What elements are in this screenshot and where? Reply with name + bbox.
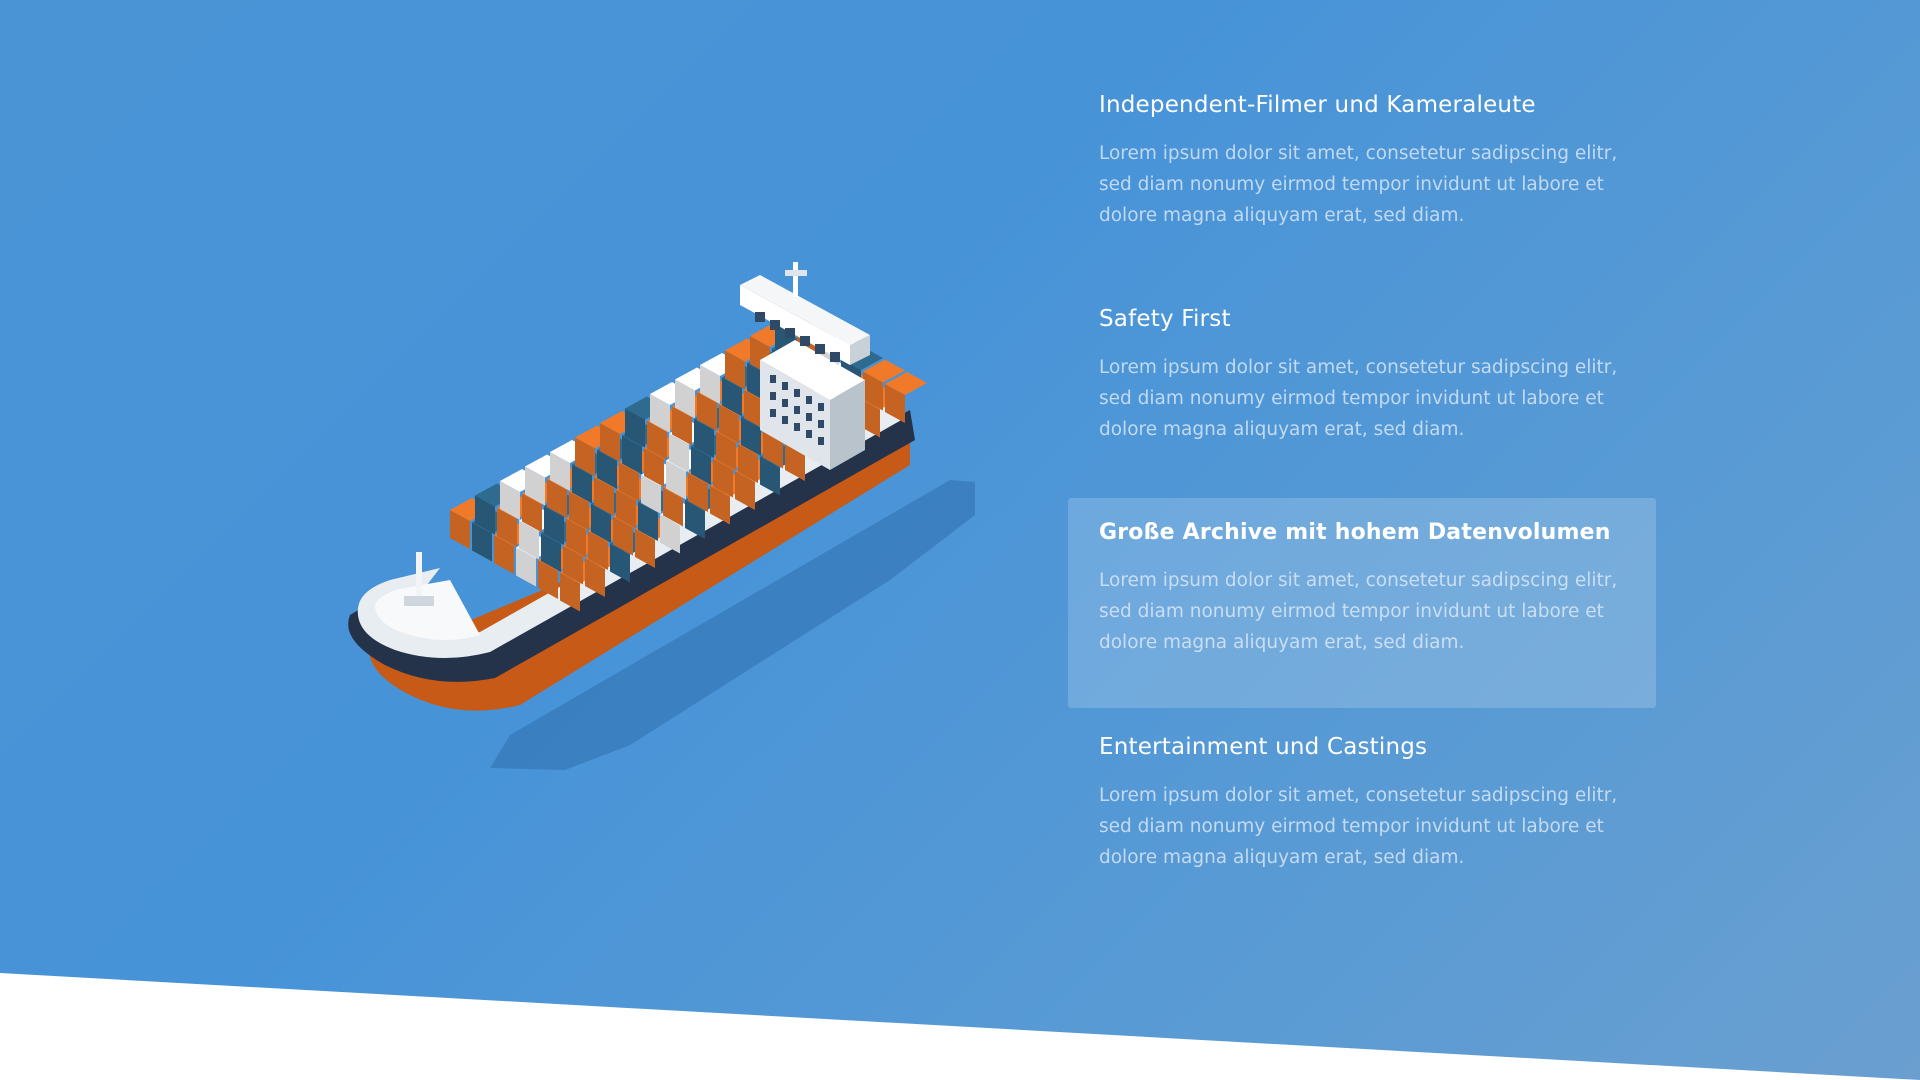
container-side bbox=[660, 514, 680, 554]
container bbox=[885, 372, 927, 395]
container-side bbox=[563, 545, 583, 585]
container-side bbox=[710, 485, 730, 525]
container-side bbox=[619, 462, 639, 502]
container-side bbox=[700, 365, 720, 404]
container-side bbox=[525, 466, 545, 506]
container-side bbox=[472, 522, 492, 562]
container-side bbox=[497, 508, 517, 547]
container-side bbox=[725, 350, 745, 390]
container-side bbox=[688, 473, 708, 512]
container-side bbox=[500, 481, 520, 520]
container-side bbox=[672, 406, 692, 446]
container-side bbox=[722, 377, 742, 417]
container-side bbox=[644, 448, 664, 487]
container bbox=[863, 359, 905, 383]
container-side bbox=[716, 431, 736, 471]
container-side bbox=[641, 475, 661, 514]
container-side bbox=[738, 444, 758, 483]
container-side bbox=[685, 500, 705, 539]
feature-title: Große Archive mit hohem Datenvolumen bbox=[1099, 520, 1611, 545]
feature-title: Safety First bbox=[1099, 306, 1231, 332]
container-side bbox=[610, 543, 630, 583]
feature-text: Lorem ipsum dolor sit amet, consetetur s… bbox=[1099, 143, 1618, 226]
container-side bbox=[450, 510, 470, 549]
container-side bbox=[547, 479, 567, 518]
container-side bbox=[760, 456, 780, 496]
container-side bbox=[719, 404, 739, 444]
container-side bbox=[647, 421, 667, 460]
container-side bbox=[600, 423, 620, 462]
container-side bbox=[669, 433, 689, 473]
container-side bbox=[560, 572, 580, 612]
container-side bbox=[735, 471, 755, 510]
container-side bbox=[744, 390, 764, 429]
container-side bbox=[591, 504, 611, 543]
container-side bbox=[585, 558, 605, 597]
bow-mast-base bbox=[404, 596, 434, 606]
container-side bbox=[569, 491, 589, 531]
ship-hull-band bbox=[348, 410, 915, 682]
ship-illustration bbox=[330, 250, 1030, 790]
feature-title: Independent-Filmer und Kameraleute bbox=[1099, 92, 1536, 118]
container-side bbox=[663, 487, 683, 527]
container-side bbox=[588, 531, 608, 570]
container-side bbox=[572, 464, 592, 504]
container-side bbox=[741, 417, 761, 456]
feature-text: Lorem ipsum dolor sit amet, consetetur s… bbox=[1099, 785, 1618, 868]
container-side bbox=[541, 533, 561, 572]
container-side bbox=[516, 547, 536, 587]
container-ship-icon bbox=[348, 262, 975, 770]
container-side bbox=[538, 560, 558, 599]
bridge-tower bbox=[740, 262, 870, 470]
container-side bbox=[694, 419, 714, 458]
container-side bbox=[713, 458, 733, 498]
container-side bbox=[697, 392, 717, 431]
container-side bbox=[597, 450, 617, 489]
container-side bbox=[666, 460, 686, 500]
container-side bbox=[625, 408, 645, 448]
container-side bbox=[638, 502, 658, 541]
container-side bbox=[522, 493, 542, 533]
container-side bbox=[650, 394, 670, 433]
container-side bbox=[635, 529, 655, 568]
ship-shadow bbox=[490, 480, 975, 770]
feature-title: Entertainment und Castings bbox=[1099, 734, 1428, 760]
container-side bbox=[475, 495, 495, 535]
container-side bbox=[550, 452, 570, 491]
feature-text: Lorem ipsum dolor sit amet, consetetur s… bbox=[1099, 357, 1618, 440]
container-side bbox=[885, 384, 905, 423]
container-side bbox=[594, 477, 614, 516]
container-side bbox=[616, 489, 636, 529]
container-side bbox=[566, 518, 586, 558]
container-side bbox=[622, 435, 642, 475]
container-side bbox=[494, 535, 514, 574]
container-side bbox=[575, 437, 595, 477]
container-side bbox=[675, 379, 695, 419]
container-side bbox=[519, 520, 539, 560]
container-side bbox=[544, 506, 564, 545]
container-side bbox=[613, 516, 633, 556]
ship-bow-deck bbox=[375, 580, 480, 640]
container-side bbox=[691, 446, 711, 485]
container-side bbox=[863, 371, 883, 411]
feature-text: Lorem ipsum dolor sit amet, consetetur s… bbox=[1099, 570, 1618, 653]
bow-mast bbox=[416, 552, 422, 600]
